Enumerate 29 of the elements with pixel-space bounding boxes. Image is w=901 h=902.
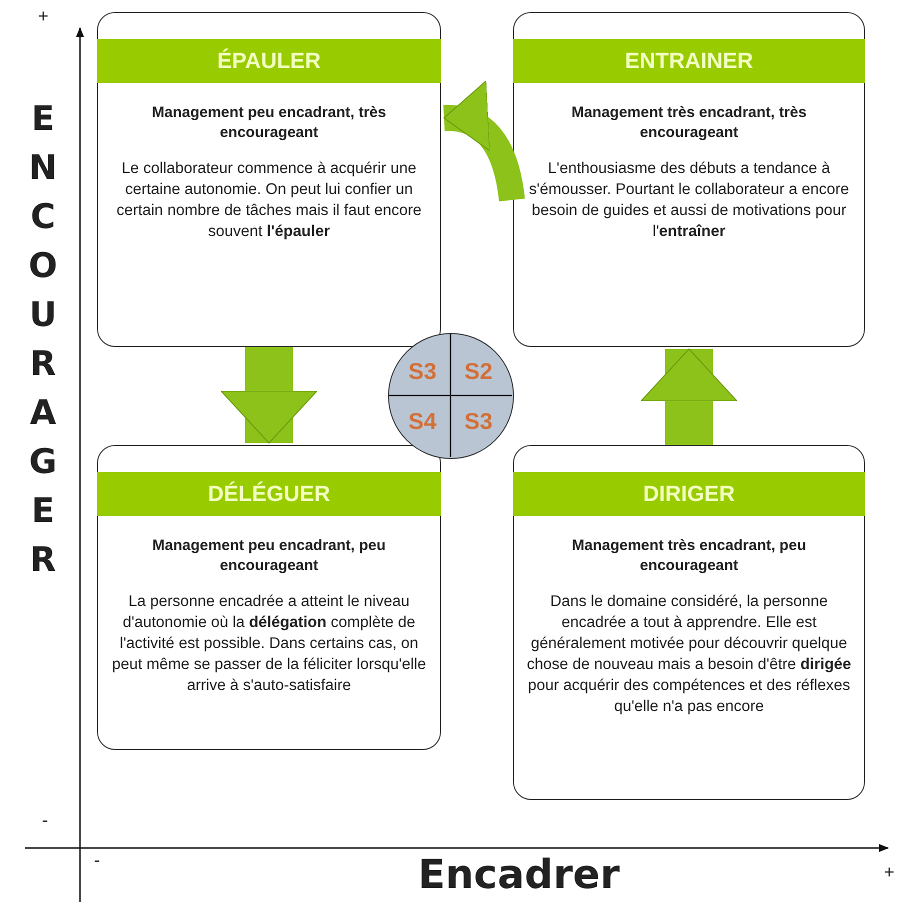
axis-title: Encadrer: [418, 852, 620, 898]
card-subtitle: Management peu encadrant, peu encourageant: [151, 536, 387, 576]
stage-label: S2: [463, 358, 494, 384]
quadrant-card: [513, 445, 865, 800]
stage-label: S4: [407, 408, 438, 434]
quadrant-card: [97, 445, 441, 750]
card-title: DÉLÉGUER: [208, 481, 330, 507]
card-description: L'enthousiasme des débuts a tendance à s'émousser. Pourtant le collaborateur a encore besoin de guides et aussi de motivations pour l'entraîner: [528, 159, 850, 242]
card-title: DIRIGER: [643, 481, 735, 507]
quadrant-card: [513, 12, 865, 347]
card-description: Dans le domaine considéré, la personne encadrée a tout à apprendre. Elle est généralement motivée pour découvrir quelque chose de nouveau mais a besoin d'être dirigée pour acquérir des compétences et des réflexes qu'elle n'a pas encore: [526, 592, 852, 717]
card-subtitle: Management très encadrant, peu encourageant: [570, 536, 808, 576]
axis-sign: -: [94, 850, 100, 871]
axis-sign: -: [42, 810, 48, 831]
card-title: ENTRAINER: [624, 48, 754, 74]
block-arrow: [220, 347, 318, 444]
stage-label: S3: [463, 408, 494, 434]
card-title: ÉPAULER: [217, 48, 321, 74]
stage-label: S3: [407, 358, 438, 384]
axis-sign: +: [884, 862, 895, 883]
card-subtitle: Management très encadrant, très encourageant: [570, 103, 808, 143]
card-description: Le collaborateur commence à acquérir une certaine autonomie. On peut lui confier un certain nombre de tâches mais il faut encore souvent l'épauler: [116, 159, 422, 242]
vertical-axis-title: ENCOURAGER: [28, 98, 58, 582]
card-subtitle: Management peu encadrant, très encourageant: [150, 103, 388, 143]
quadrant-card: [97, 12, 441, 347]
card-description: La personne encadrée a atteint le niveau d'autonomie où la délégation complète de l'activité est possible. Dans certains cas, on peut même se passer de la féliciter lorsqu'elle arrive à s'auto-satisfaire: [111, 592, 427, 696]
curved-arrow: [444, 83, 525, 202]
axis-sign: +: [38, 6, 49, 27]
block-arrow: [640, 348, 738, 445]
